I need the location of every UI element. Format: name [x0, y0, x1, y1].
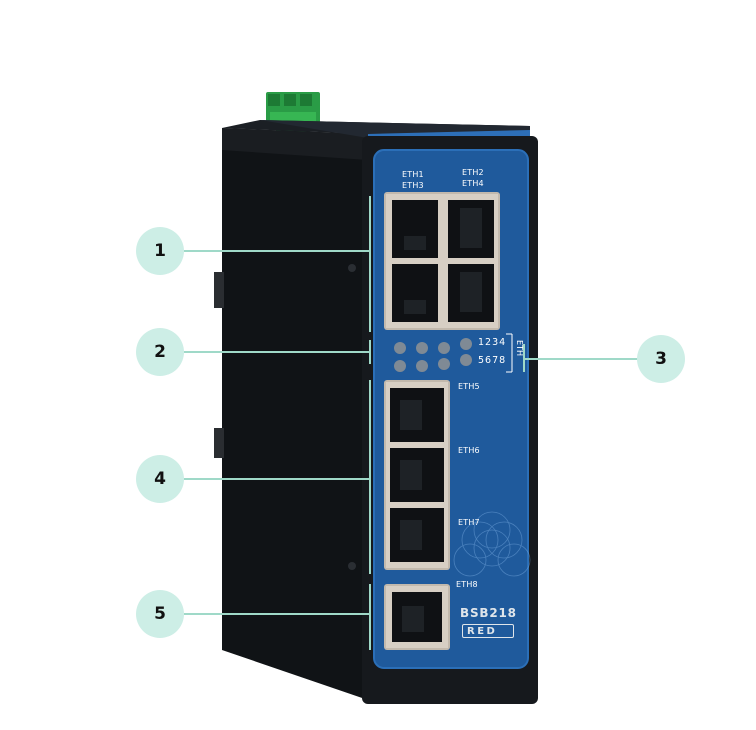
- eth2-label: ETH2: [462, 168, 484, 177]
- rj45-block-eth1-4: [384, 192, 500, 330]
- callout-2: 2: [136, 328, 184, 376]
- eth8-label: ETH8: [456, 580, 478, 589]
- callout-5: 5: [136, 590, 184, 638]
- brand-logo: RED: [462, 624, 514, 638]
- led-row1-numbers: 1234: [478, 337, 507, 348]
- callout-1: 1: [136, 227, 184, 275]
- callout-4: 4: [136, 455, 184, 503]
- eth4-label: ETH4: [462, 179, 484, 188]
- din-clip-lower: [214, 428, 224, 458]
- eth5-label: ETH5: [458, 382, 480, 391]
- decorative-pattern: [453, 511, 531, 577]
- eth3-label: ETH3: [402, 181, 424, 190]
- eth1-label: ETH1: [402, 170, 424, 179]
- rj45-port-eth8: [384, 584, 450, 650]
- rj45-block-eth5-7: [384, 380, 450, 570]
- model-name: BSB218: [460, 606, 517, 620]
- eth6-label: ETH6: [458, 446, 480, 455]
- led-row2-numbers: 5678: [478, 355, 507, 366]
- eth7-label: ETH7: [458, 518, 480, 527]
- led-indicators: [394, 338, 472, 372]
- din-clip-upper: [214, 272, 224, 308]
- housing-side: [222, 128, 368, 700]
- led-group-label: ETH: [515, 340, 524, 356]
- callout-3: 3: [637, 335, 685, 383]
